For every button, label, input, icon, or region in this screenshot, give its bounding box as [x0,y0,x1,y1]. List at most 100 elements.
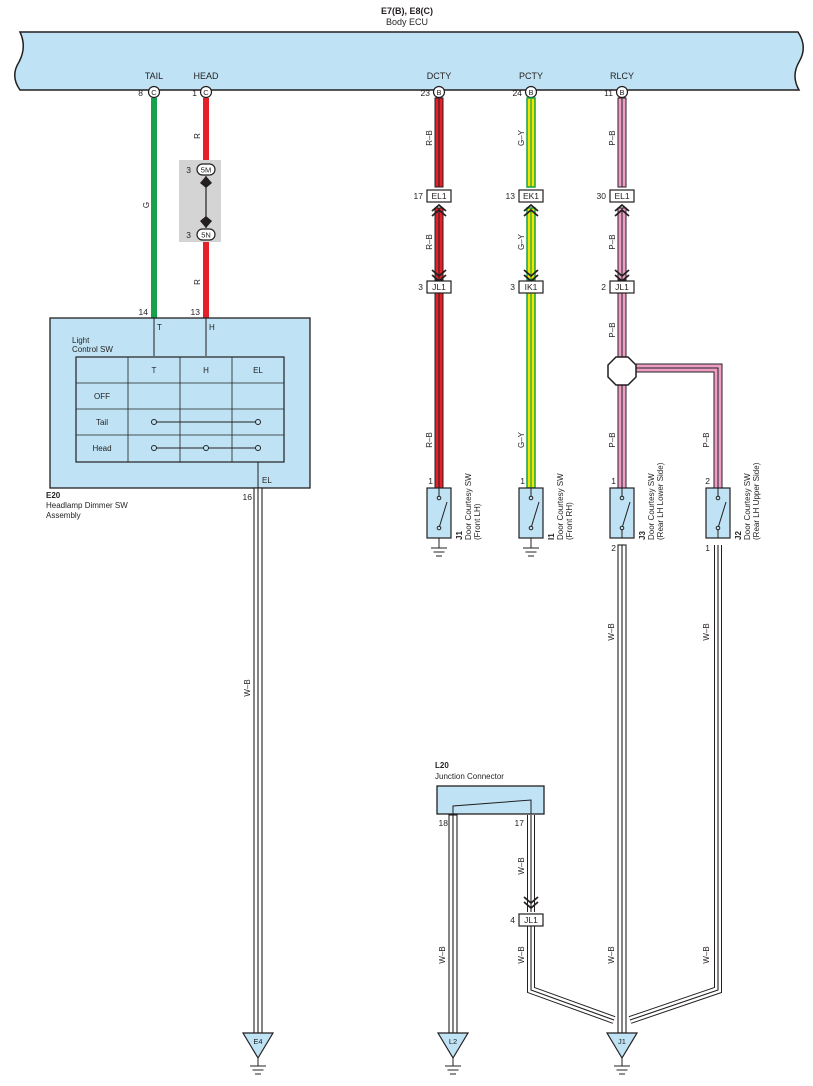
svg-text:J2: J2 [734,531,743,540]
splice-5m-5n: 5M 3 5N 3 [179,160,221,242]
svg-text:1: 1 [705,543,710,553]
svg-text:(Front LH): (Front LH) [473,503,482,540]
junction-connector-l20: L20 Junction Connector 18 17 [435,761,545,828]
svg-text:W–B: W–B [702,946,711,963]
ecu-connectors-label: E7(B), E8(C) [381,6,433,16]
svg-text:P–B: P–B [608,234,617,249]
svg-text:Door Courtesy SW: Door Courtesy SW [556,473,565,540]
body-ecu: E7(B), E8(C) Body ECU TAIL 8 C HEAD 1 C … [14,6,804,99]
svg-text:(Rear LH Upper Side): (Rear LH Upper Side) [752,462,761,540]
svg-text:13: 13 [191,307,201,317]
svg-text:JL1: JL1 [615,282,629,292]
svg-text:L20: L20 [435,761,449,770]
svg-text:17: 17 [515,818,525,828]
headlamp-dimmer-switch: 14 13 T H Light Control SW T H EL OFF Ta… [46,307,311,520]
svg-text:EL: EL [262,476,272,485]
svg-text:EL: EL [253,366,263,375]
svg-text:C: C [203,88,209,97]
svg-text:G–Y: G–Y [517,233,526,250]
wire-ground-l2: W–B [438,814,458,1034]
svg-text:Tail: Tail [96,418,108,427]
svg-text:DCTY: DCTY [427,71,452,81]
svg-text:R–B: R–B [425,130,434,146]
svg-text:24: 24 [513,88,523,98]
connector-ek1-pcty: 13 EK1 [506,189,544,203]
svg-text:1: 1 [520,476,525,486]
svg-text:1: 1 [192,88,197,98]
wire-head-red: R R [193,98,209,318]
svg-text:W–B: W–B [517,857,526,874]
ground-point-j1: J1 [605,1032,639,1075]
svg-text:T: T [157,323,162,332]
svg-text:I1: I1 [547,533,556,540]
svg-text:17: 17 [414,191,424,201]
svg-text:Door Courtesy SW: Door Courtesy SW [647,473,656,540]
svg-text:OFF: OFF [94,392,110,401]
svg-text:PCTY: PCTY [519,71,543,81]
ecu-terminal-tail: TAIL 8 C [138,71,163,99]
svg-text:Control SW: Control SW [72,345,113,354]
svg-text:16: 16 [243,492,253,502]
svg-text:G–Y: G–Y [517,431,526,448]
ground-point-e4: E4 [241,1032,275,1075]
svg-text:R–B: R–B [425,234,434,250]
svg-text:Junction Connector: Junction Connector [435,772,504,781]
svg-text:5N: 5N [201,231,211,240]
svg-text:B: B [528,88,533,97]
svg-text:J1: J1 [618,1037,626,1046]
svg-text:W–B: W–B [607,623,616,640]
svg-text:J3: J3 [638,531,647,540]
connector-jl1-pin4: 4 JL1 [510,913,544,927]
door-courtesy-switch-j2: 2 1 J2 Door Courtesy SW (Rear LH Upper S… [705,462,761,553]
svg-text:H: H [203,366,209,375]
svg-text:5M: 5M [201,166,211,175]
svg-text:W–B: W–B [243,679,252,696]
svg-text:Light: Light [72,336,90,345]
ground-point-l2: L2 [436,1032,470,1075]
svg-text:23: 23 [421,88,431,98]
svg-text:R: R [193,133,202,139]
door-courtesy-switch-i1: 1 I1 Door Courtesy SW (Front RH) [518,473,574,557]
svg-text:J1: J1 [455,531,464,540]
svg-text:IK1: IK1 [525,282,538,292]
svg-text:3: 3 [186,165,191,175]
svg-text:T: T [152,366,157,375]
svg-text:13: 13 [506,191,516,201]
svg-text:B: B [436,88,441,97]
switch-logic-table: T H EL OFF Tail Head [75,356,285,463]
svg-text:W–B: W–B [517,946,526,963]
connector-jl1-rlcy: 2 JL1 [601,280,635,294]
wire-rlcy-pink-black: P–B P–B P–B P–B P–B [608,97,723,489]
door-courtesy-switch-j3: 1 2 J3 Door Courtesy SW (Rear LH Lower S… [609,462,665,553]
svg-text:3: 3 [418,282,423,292]
svg-text:C: C [151,88,157,97]
svg-text:(Front RH): (Front RH) [565,502,574,540]
svg-text:1: 1 [428,476,433,486]
svg-text:4: 4 [510,915,515,925]
svg-text:H: H [209,323,215,332]
svg-text:R: R [193,279,202,285]
splice-point [607,356,637,386]
svg-text:P–B: P–B [702,432,711,447]
wire-ground-l20-17: W–B W–B [517,815,616,1024]
svg-text:G: G [142,202,151,208]
svg-text:EL1: EL1 [614,191,629,201]
svg-text:HEAD: HEAD [193,71,219,81]
svg-text:30: 30 [597,191,607,201]
svg-text:Door Courtesy SW: Door Courtesy SW [464,473,473,540]
svg-text:W–B: W–B [438,946,447,963]
svg-text:2: 2 [601,282,606,292]
svg-text:W–B: W–B [702,623,711,640]
svg-text:RLCY: RLCY [610,71,634,81]
ecu-terminal-dcty: DCTY 23 B [421,71,452,99]
svg-text:14: 14 [139,307,149,317]
svg-text:G–Y: G–Y [517,129,526,146]
svg-text:3: 3 [510,282,515,292]
svg-text:8: 8 [138,88,143,98]
connector-el1-dcty: 17 EL1 [414,189,452,203]
svg-text:11: 11 [604,88,613,98]
wire-ground-j2: W–B W–B [628,545,722,1024]
svg-text:B: B [619,88,624,97]
svg-text:E20: E20 [46,491,61,500]
